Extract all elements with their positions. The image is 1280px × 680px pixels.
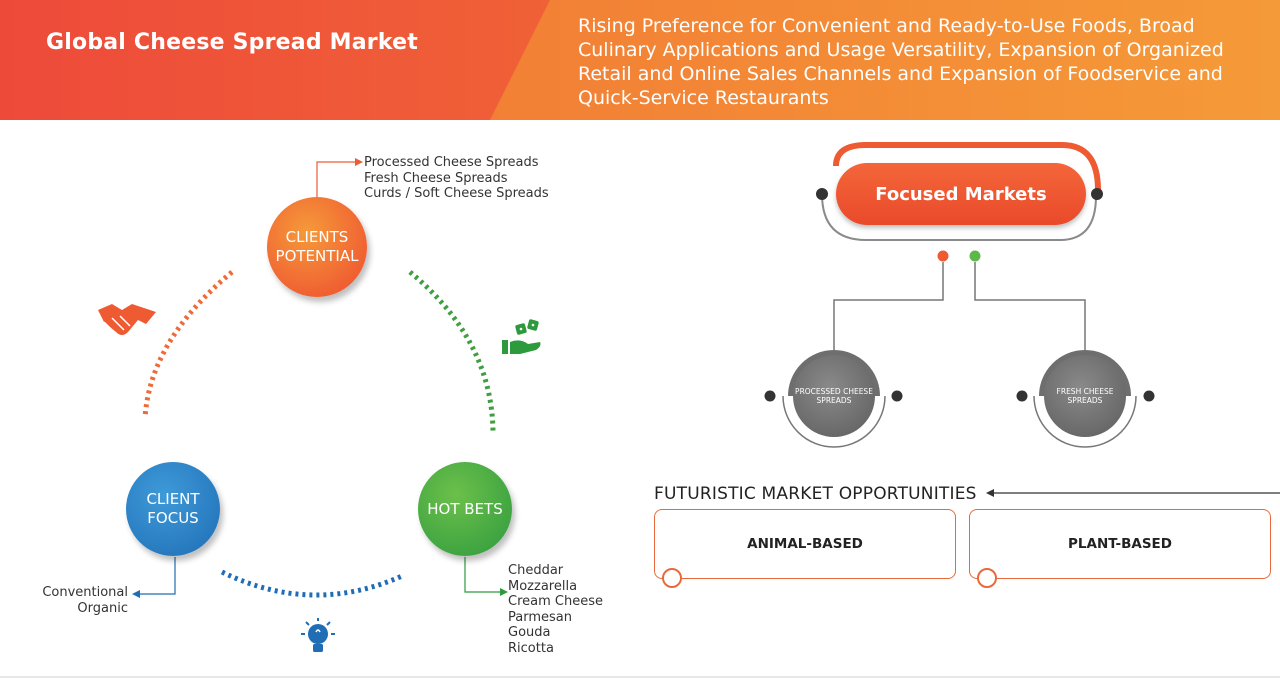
seg2-dot-right [1143, 390, 1155, 402]
seg1-dot-left [764, 390, 776, 402]
list-item: Fresh Cheese Spreads [364, 170, 508, 186]
page-title: Global Cheese Spread Market [46, 30, 418, 55]
header-slant [490, 0, 1280, 120]
fm-arc-bottom [821, 193, 1097, 241]
opportunities-title: FUTURISTIC MARKET OPPORTUNITIES [654, 484, 977, 504]
arrow-potential [355, 158, 363, 166]
connector-potential [316, 161, 355, 197]
market-drivers: Rising Preference for Convenient and Rea… [578, 15, 1224, 109]
focused-markets-label: Focused Markets [836, 163, 1086, 225]
list-item: Gouda [508, 625, 551, 640]
opportunity-dot [662, 568, 682, 588]
opportunity-dot [977, 568, 997, 588]
list-item: Parmesan [508, 609, 572, 625]
seg1-ring-top [788, 350, 880, 397]
arrow-focus [132, 590, 140, 598]
arc-orange [142, 270, 234, 419]
seg2-ring-top [1039, 350, 1131, 397]
fm-arc-top [833, 142, 1101, 191]
client-focus-circle: CLIENT FOCUS [126, 462, 220, 556]
bottom-divider [0, 676, 1280, 678]
list-item: Mozzarella [508, 578, 578, 594]
arc-green [408, 270, 496, 433]
header-banner: Global Cheese Spread Market Rising Prefe… [0, 0, 1280, 120]
arc-blue [220, 569, 404, 598]
seg2-ring-bottom [1033, 395, 1137, 448]
list-item: Processed Cheese Spreads [364, 155, 539, 170]
lightbulb-icon [301, 618, 335, 652]
client-focus-list: Conventional Organic [20, 585, 128, 616]
fm-dot-right [1091, 188, 1103, 200]
branch-dot-orange [937, 250, 949, 262]
arrow-bets [500, 588, 508, 596]
fm-dot-left [816, 188, 828, 200]
list-item: Cheddar [508, 563, 564, 578]
connector-bets [464, 557, 500, 593]
branch-dot-green [969, 250, 981, 262]
handshake-icon [98, 304, 156, 335]
branch-line-right [974, 262, 1086, 350]
clients-potential-circle: CLIENTS POTENTIAL [267, 197, 367, 297]
list-item: Curds / Soft Cheese Spreads [364, 186, 549, 201]
segment-fresh-cheese-spreads: FRESH CHEESE SPREADS [1044, 355, 1126, 437]
list-item: Conventional [42, 585, 128, 600]
hand-holding-dice-icon [502, 319, 541, 354]
opportunity-plant-based: PLANT-BASED [969, 509, 1271, 579]
clients-potential-list: Processed Cheese Spreads Fresh Cheese Sp… [364, 155, 549, 202]
seg2-dot-left [1016, 390, 1028, 402]
opportunity-animal-based: ANIMAL-BASED [654, 509, 956, 579]
list-item: Ricotta [508, 640, 554, 656]
segment-processed-cheese-spreads: PROCESSED CHEESE SPREADS [793, 355, 875, 437]
list-item: Cream Cheese [508, 594, 603, 609]
seg1-ring-bottom [782, 395, 886, 448]
connector-focus [140, 557, 176, 595]
list-item: Organic [77, 600, 128, 616]
seg1-dot-right [891, 390, 903, 402]
opp-arrow-head [986, 489, 994, 497]
hot-bets-list: Cheddar Mozzarella Cream Cheese Parmesan… [508, 563, 603, 656]
hot-bets-circle: HOT BETS [418, 462, 512, 556]
branch-line-left [833, 262, 944, 350]
